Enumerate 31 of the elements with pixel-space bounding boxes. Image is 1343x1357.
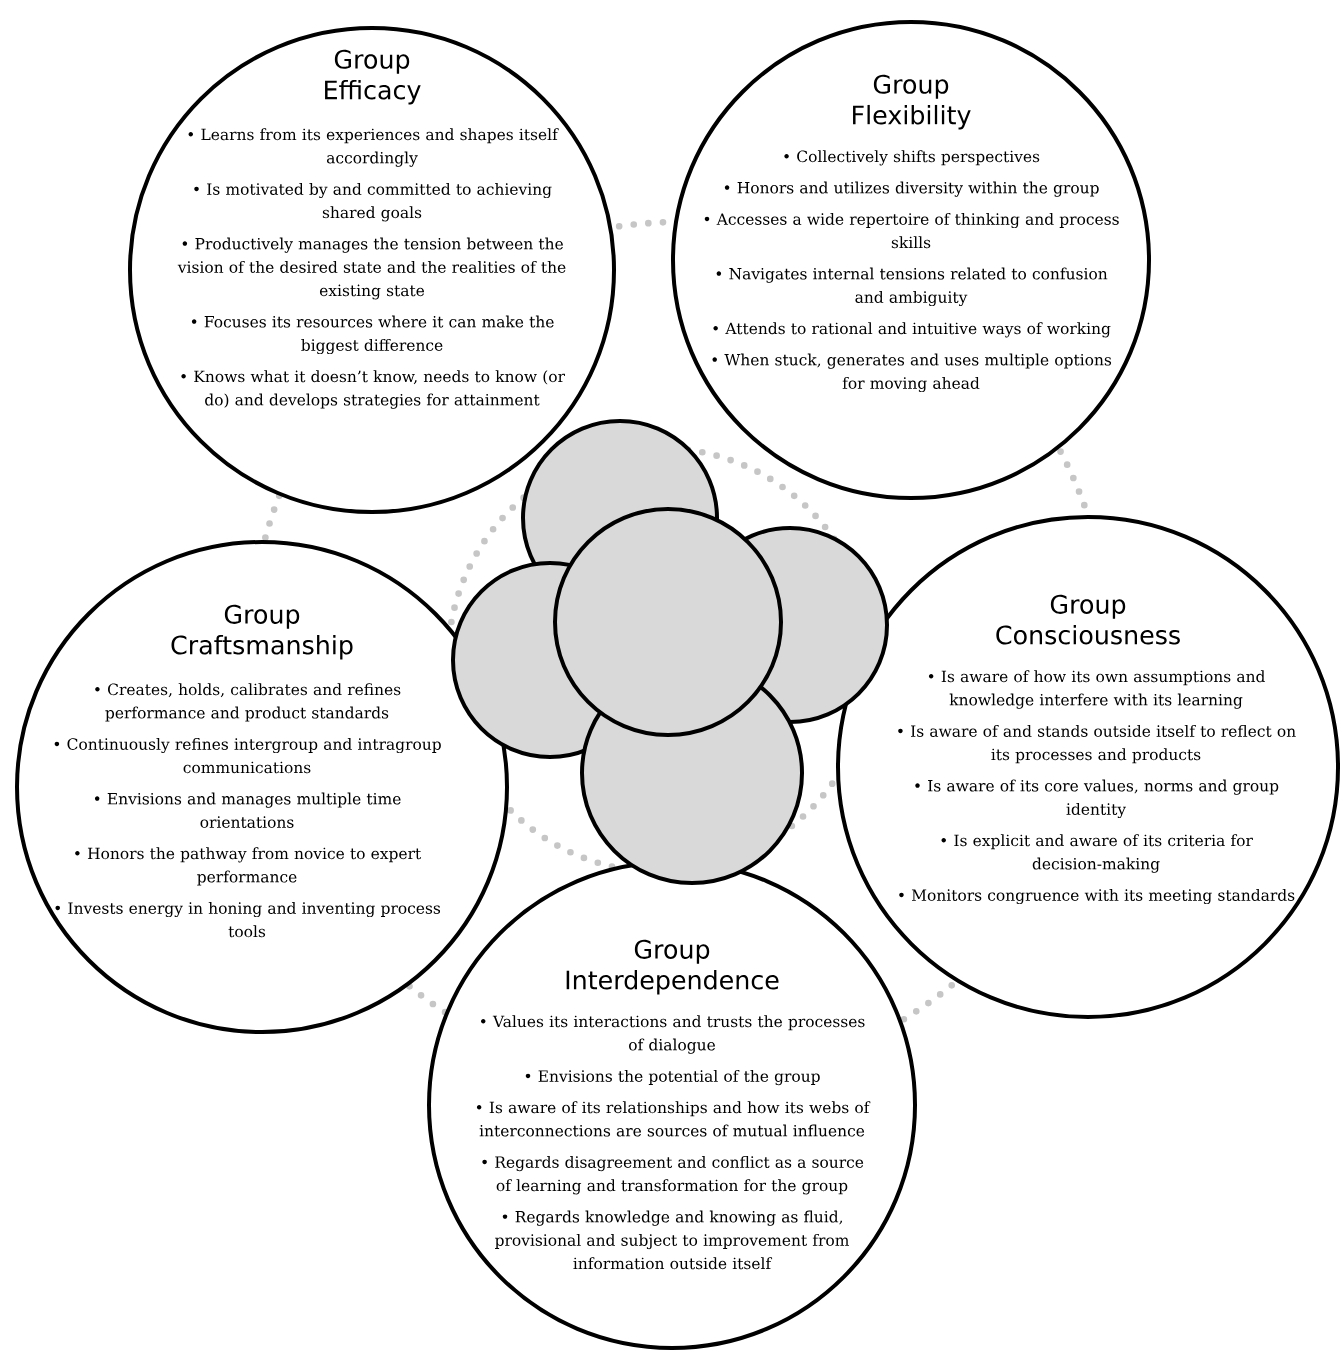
bullet-point: • Collectively shifts perspectives (784, 150, 1040, 166)
bullet-point: • Is aware of and stands outside itself to reflect on its processes and products (898, 724, 1296, 764)
bullet-point: • Attends to rational and intuitive ways of working (713, 322, 1111, 338)
bullet-point: • Monitors congruence with its meeting standards (899, 888, 1295, 905)
bullet-point: • Honors and utilizes diversity within the group (724, 181, 1099, 197)
circle-heading: Group Craftsmanship (171, 604, 353, 660)
bullet-point: • Focuses its resources where it can make the biggest difference (191, 315, 554, 355)
bullet-point: • Envisions and manages multiple time orientations (94, 792, 401, 828)
bullet-point: • Is aware of how its own assumptions and knowledge interfere with its learning (928, 670, 1265, 709)
bullet-point: • Knows what it doesn’t know, needs to know (or do) and develops strategies for attainment (181, 370, 565, 409)
circle-heading: Group Efficacy (325, 49, 421, 105)
circle-heading: Group Consciousness (996, 594, 1180, 645)
bullet-point: • Continuously refines intergroup and intragroup communications (54, 737, 441, 774)
bullet-point: • Envisions the potential of the group (525, 1069, 820, 1086)
circle-heading: Group Flexibility (853, 74, 971, 130)
bullet-point: • Values its interactions and trusts the processes of dialogue (481, 1015, 865, 1054)
bullet-point: • When stuck, generates and uses multiple options for moving ahead (712, 353, 1112, 393)
bullet-point: • Is aware of its relationships and how its webs of interconnections are sources of mutual influence (476, 1101, 871, 1137)
bullet-point: • Is explicit and aware of its criteria for decision-making (941, 834, 1253, 873)
bullet-point: • Productively manages the tension between the vision of the desired state and the realities of the existing state (177, 237, 566, 300)
bullet-point: • Creates, holds, calibrates and refines performance and product standards (95, 683, 401, 722)
bullet-point: • Regards disagreement and conflict as a source of learning and transformation for the group (482, 1155, 864, 1195)
bullet-point: • Invests energy in honing and inventing process tools (55, 901, 441, 938)
circle-heading: Group Interdependence (566, 939, 779, 995)
bullet-point: • Navigates internal tensions related to confusion and ambiguity (716, 267, 1108, 307)
bullet-point: • Accesses a wide repertoire of thinking and process skills (704, 212, 1119, 249)
bullet-point: • Learns from its experiences and shapes itself accordingly (188, 128, 559, 167)
bullet-point: • Honors the pathway from novice to expert performance (75, 847, 422, 886)
bullet-point: • Is motivated by and committed to achieving shared goals (194, 182, 552, 222)
bullet-point: • Is aware of its core values, norms and group identity (915, 779, 1279, 819)
bullet-point: • Regards knowledge and knowing as fluid, provisional and subject to improvement from information outside itself (495, 1210, 849, 1270)
